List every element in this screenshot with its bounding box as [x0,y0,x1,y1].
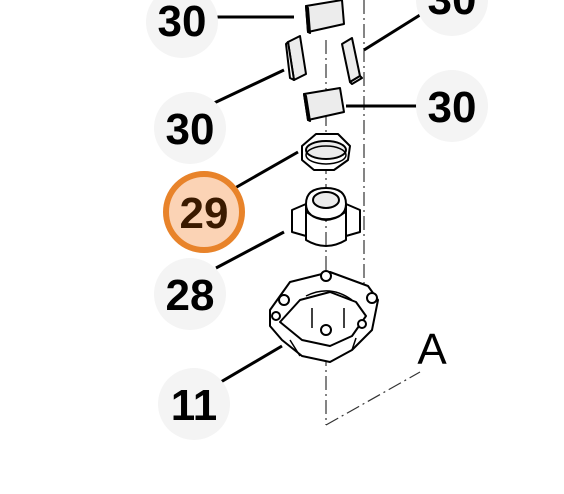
callout-label: 30 [166,105,215,154]
callout-11[interactable]: 11 [158,368,230,440]
leader-29 [227,150,299,194]
highlight-ring [163,171,245,253]
part-28-housing[interactable] [291,187,361,247]
part-11-base-housing[interactable] [269,270,379,363]
callout-label: 30 [428,0,477,24]
part-29-ring[interactable] [301,133,351,171]
part-30-block-top[interactable] [305,0,345,34]
callout-label: 29 [180,189,229,238]
view-label-a: A [417,325,447,374]
callout-29-highlighted[interactable]: 29 [163,171,245,253]
part-30-block-bottom[interactable] [303,87,345,122]
callout-30-mid-right[interactable]: 30 [416,70,488,142]
leader-28 [215,230,285,270]
callout-halo [146,0,218,58]
part-30-block-right[interactable] [341,37,363,85]
callout-halo [154,92,226,164]
callout-30-top-left[interactable]: 30 [146,0,218,58]
callout-30-mid-left[interactable]: 30 [154,92,226,164]
callout-30-top-right[interactable]: 30 [416,0,488,36]
callout-halo [416,0,488,36]
leader-30-top-right [363,8,429,52]
leader-30-mid-left [211,68,285,106]
callout-halo [154,258,226,330]
callout-label: 28 [166,271,215,320]
callout-halo [416,70,488,142]
leader-11 [213,344,283,388]
callout-label: 11 [171,381,218,430]
callout-halo [158,368,230,440]
callout-label: 30 [158,0,207,46]
callout-label: 30 [428,83,477,132]
part-30-block-left[interactable] [285,35,307,81]
leader-lines [211,8,429,388]
callout-28[interactable]: 28 [154,258,226,330]
